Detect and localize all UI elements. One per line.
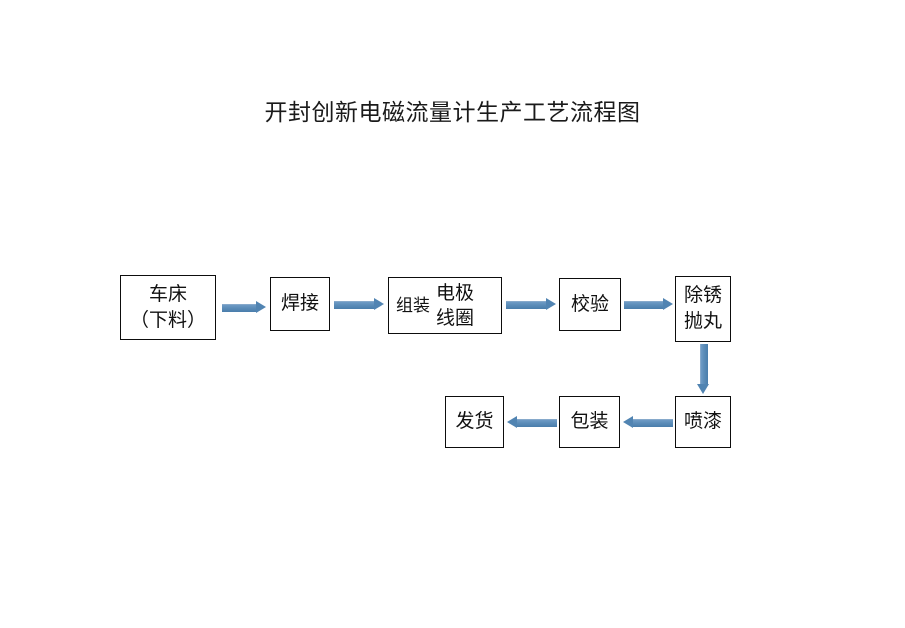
- arrow-head-right-icon: [663, 298, 673, 310]
- arrow-shaft: [222, 304, 257, 312]
- arrow-head-right-icon: [374, 298, 384, 310]
- node-shipping[interactable]: 发货: [445, 396, 504, 448]
- node-calibration-label: 校验: [570, 293, 609, 315]
- node-packaging[interactable]: 包装: [559, 396, 620, 448]
- node-assembly-label-primary: 组装: [396, 295, 430, 315]
- node-calibration[interactable]: 校验: [559, 278, 621, 331]
- node-assembly[interactable]: 组装 电极 线圈: [388, 277, 502, 334]
- arrow-shaft: [516, 419, 557, 427]
- arrow-head-right-icon: [546, 298, 556, 310]
- node-painting-label: 喷漆: [683, 411, 722, 432]
- arrow-calibration-to-derust: [624, 298, 673, 310]
- node-derust-label: 除锈 抛丸: [683, 285, 722, 332]
- node-welding[interactable]: 焊接: [270, 277, 330, 331]
- node-assembly-label-secondary: 电极 线圈: [436, 282, 475, 329]
- arrow-head-left-icon: [623, 416, 633, 428]
- arrow-painting-to-packaging: [623, 416, 673, 428]
- node-lathe[interactable]: 车床 （下料）: [120, 275, 216, 340]
- arrow-shaft: [624, 301, 664, 309]
- arrow-shaft: [334, 301, 375, 309]
- arrow-lathe-to-welding: [222, 301, 266, 313]
- arrow-head-right-icon: [256, 301, 266, 313]
- arrow-packaging-to-shipping: [507, 416, 557, 428]
- node-lathe-label: 车床 （下料）: [129, 283, 206, 331]
- arrow-shaft: [700, 344, 708, 385]
- node-painting[interactable]: 喷漆: [675, 396, 731, 448]
- node-packaging-label: 包装: [570, 411, 609, 432]
- arrow-head-down-icon: [697, 384, 709, 394]
- arrow-assembly-to-calibration: [506, 298, 556, 310]
- page-title: 开封创新电磁流量计生产工艺流程图: [264, 100, 641, 125]
- node-derust[interactable]: 除锈 抛丸: [675, 276, 731, 342]
- arrow-shaft: [506, 301, 547, 309]
- node-welding-label: 焊接: [280, 293, 319, 314]
- arrow-welding-to-assembly: [334, 298, 384, 310]
- node-shipping-label: 发货: [455, 411, 494, 432]
- arrow-shaft: [632, 419, 673, 427]
- arrow-head-left-icon: [507, 416, 517, 428]
- arrow-derust-to-painting: [697, 344, 709, 394]
